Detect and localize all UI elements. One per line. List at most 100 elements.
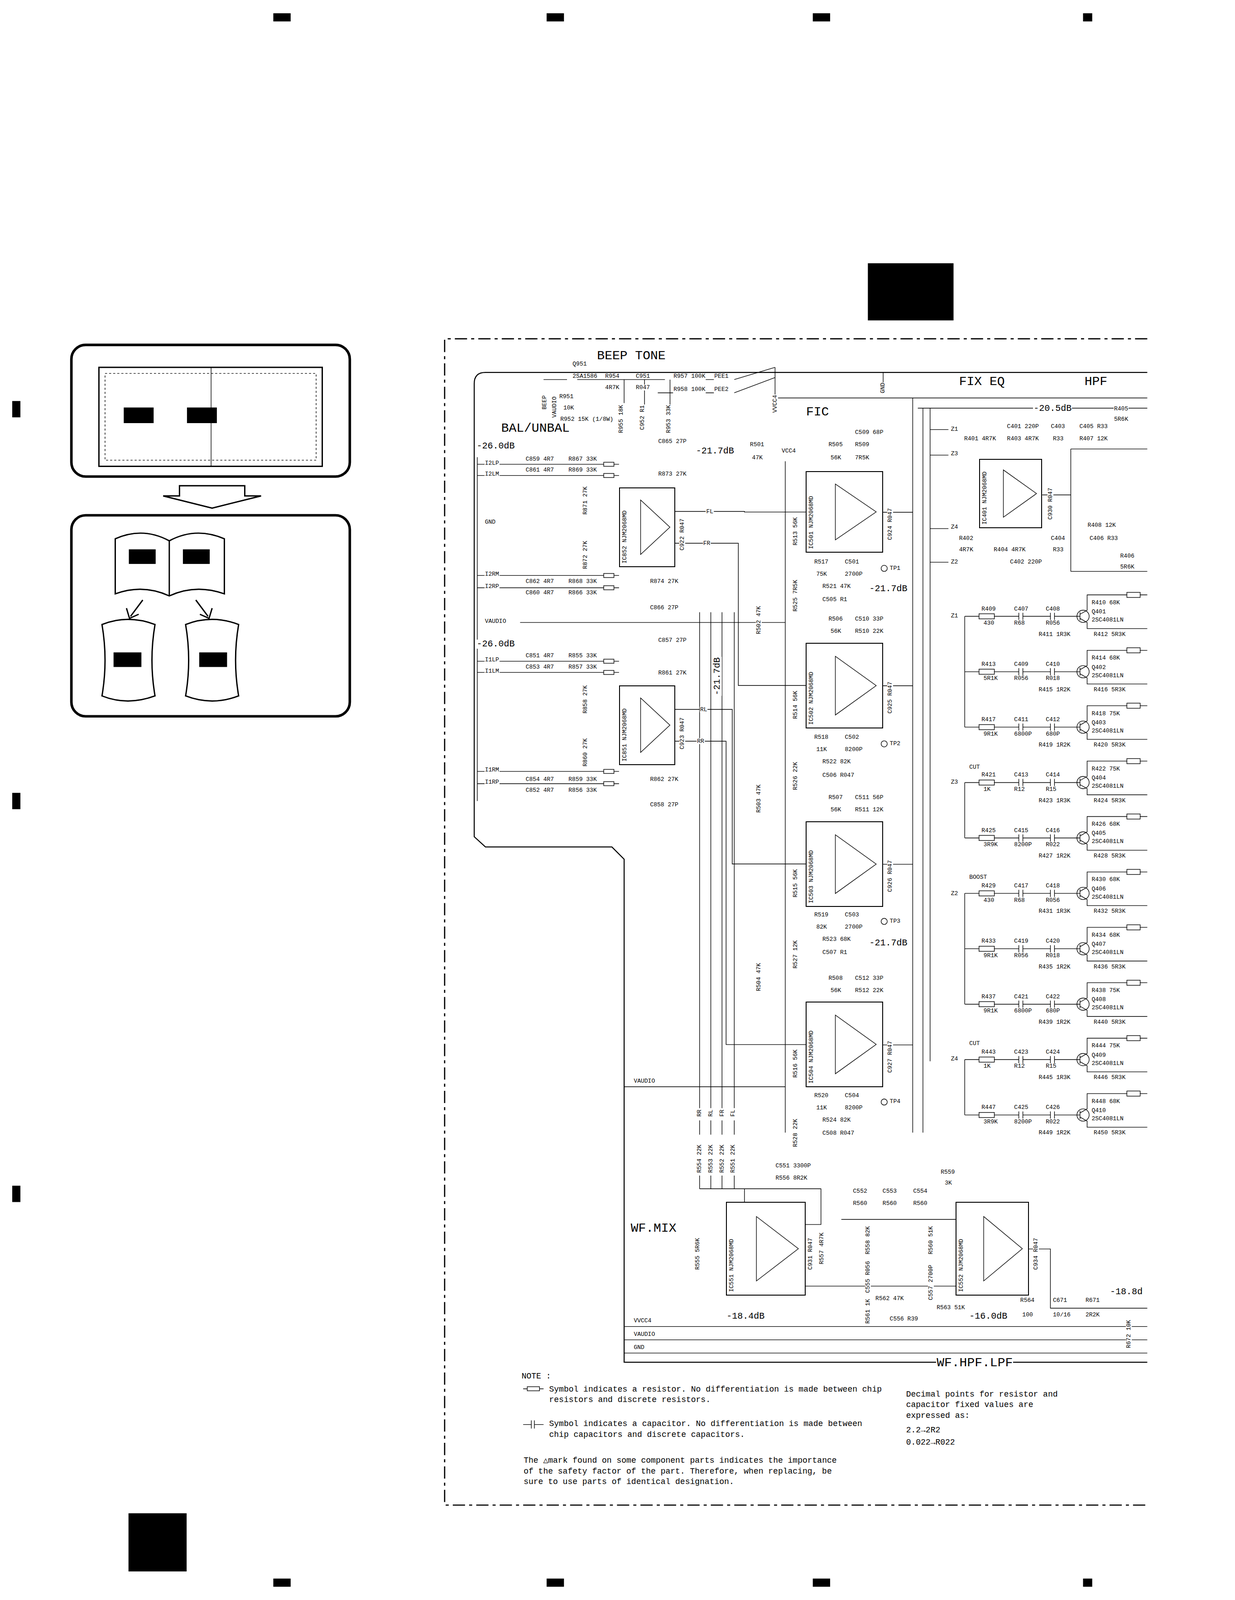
component-label: R018 [1045,675,1061,682]
note-text: Symbol indicates a capacitor. No differe… [548,1418,886,1440]
component-label: Q408 [1090,996,1106,1003]
component-label: Z3 [950,778,959,785]
component-label: R519 [813,911,829,918]
ic-box: IC401 NJM2068MD [979,458,1043,529]
ic-label: IC401 NJM2068MD [981,471,988,525]
signal-wire [675,709,806,864]
component-label: R508 [828,975,844,981]
section-title: FIX EQ [958,375,1006,389]
note-text: 0.022→R022 [905,1437,956,1447]
component-label: R857 33K [567,663,597,670]
booklet-icon [185,619,239,701]
component-label: TP3 [889,917,901,924]
component-label: FR [719,1108,726,1117]
component-label: R412 5R3K [1093,631,1126,638]
component-label: R411 1R3K [1037,631,1071,638]
component-label: C552 [852,1187,868,1194]
resistor-symbol [603,768,615,774]
component-label: R511 12K [854,806,884,813]
component-label: R858 27K [582,684,589,714]
component-label: C422 [1045,993,1061,1000]
component-label: R406 [1119,552,1135,559]
component-label: C503 [844,911,860,918]
component-label: R861 27K [657,669,687,676]
component-label: C504 [844,1092,860,1099]
component-label: R513 56K [792,516,799,546]
component-label: C418 [1045,882,1061,889]
component-label: C556 R39 [889,1315,919,1322]
section-title: BEEP TONE [596,349,666,363]
note-text: NOTE : [521,1371,552,1380]
component-label: R518 [813,734,829,741]
component-label: C419 [1013,937,1029,944]
component-label: Q402 [1090,664,1106,671]
booklet-icon [98,367,322,467]
component-label: R867 33K [567,456,597,462]
booklet-icon [187,408,217,423]
signal-level: -21.7dB [695,446,735,456]
eq-stage [964,702,1148,740]
registration-mark [812,1578,831,1587]
component-label: R868 33K [567,578,597,585]
component-label: C425 [1013,1104,1029,1111]
component-label: 4R7K [958,546,974,553]
component-label: R510 22K [854,628,884,635]
eq-stage [964,758,1148,795]
component-label: R413 [980,661,996,668]
resistor-symbol [527,1386,540,1391]
component-label: 8200P [844,1104,864,1111]
component-label: 2SC4081LN [1090,1060,1124,1067]
component-label: 9R1K [983,1007,999,1014]
signal-name: FL [705,508,714,515]
component-label: BEEP [541,394,548,410]
component-label: PEE1 [713,373,729,380]
component-label: R515 56K [792,868,799,898]
component-label: R435 1R2K [1037,963,1071,970]
ic-label: IC504 NJM2068MD [808,1030,815,1084]
booklet-icon [126,600,143,619]
component-label: 3R9K [983,841,999,848]
resistor-symbol [603,781,615,786]
component-label: R523 68K [821,936,851,942]
component-label: 2SC4081LN [1090,616,1124,623]
eq-stage [964,647,1148,684]
component-label: R12 [1013,786,1025,793]
component-label: R444 75K [1090,1042,1120,1049]
wire [477,367,1148,1429]
component-label: 9R1K [983,730,999,737]
booklet-icon [71,344,351,477]
component-label: R15 [1045,786,1057,793]
component-label: Q401 [1090,608,1106,615]
component-label: C421 [1013,993,1029,1000]
component-label: R514 56K [792,689,799,719]
component-label: R022 [1045,1118,1061,1125]
component-label: C510 33P [854,615,884,622]
signal-name: RL [699,706,708,712]
component-label: R424 5R3K [1093,797,1126,804]
component-label: 2SC4081LN [1090,783,1124,789]
signal-wire [675,740,806,1045]
component-label: 430 [983,897,995,904]
component-label: 100 [1021,1311,1034,1318]
component-label: R430 68K [1090,876,1120,883]
note-text: Decimal points for resistor and capacito… [905,1388,1081,1421]
component-label: R501 [749,441,765,448]
component-label: R509 [854,441,870,448]
component-label: C420 [1045,937,1061,944]
component-label: R433 [980,937,996,944]
component-label: R68 [1013,897,1025,904]
wire [964,616,966,1115]
component-label: 8200P [1013,1118,1033,1125]
ic-label: IC501 NJM2068MD [808,495,815,549]
component-label: C952 R1 [639,404,646,431]
signal-level: -18.4dB [725,1311,765,1321]
component-label: C551 3300P [774,1162,812,1169]
component-label: R553 22K [707,1143,714,1173]
eq-stage [964,592,1148,1128]
component-label: R401 4R7K [963,435,997,442]
component-label: CUT [968,1040,981,1047]
component-label: R047 [635,384,651,391]
booklet-icon [163,485,261,509]
component-label: C408 [1045,605,1061,612]
component-label: R056 [1013,675,1029,682]
